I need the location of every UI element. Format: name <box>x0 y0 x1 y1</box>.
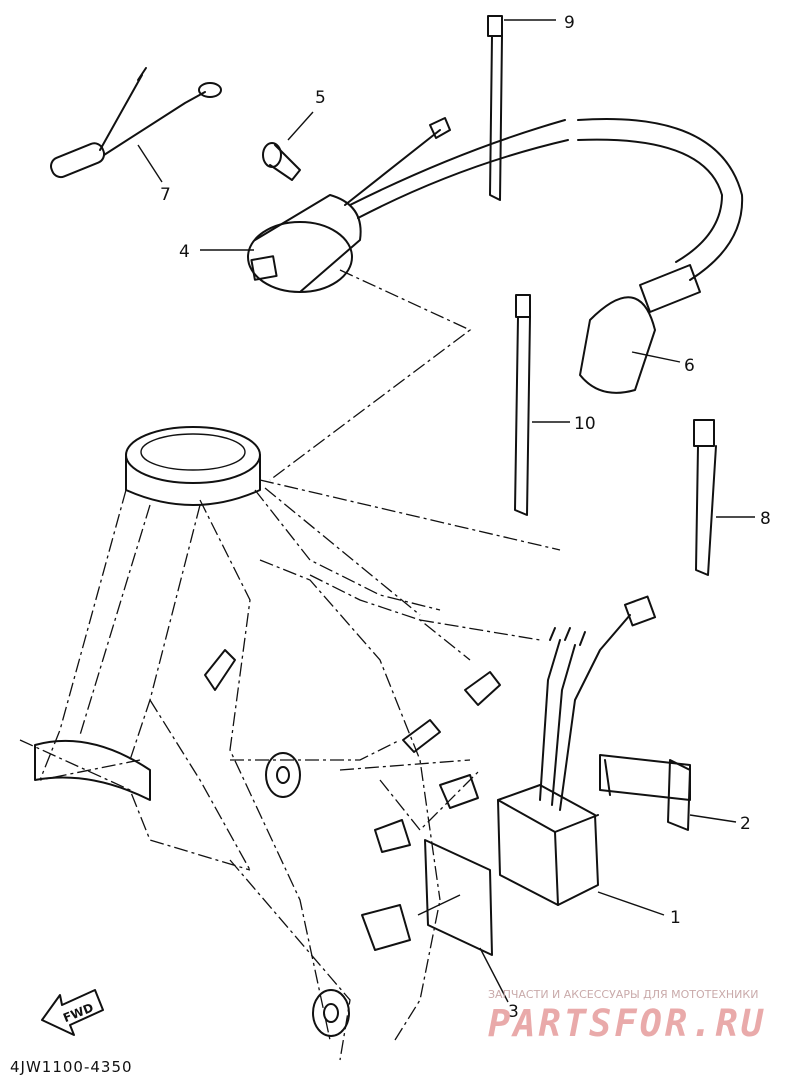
frame-outline <box>19 269 561 1061</box>
part-label-7: 7 <box>160 185 171 205</box>
cable-tie-part10 <box>514 294 570 516</box>
cable-tie-part9 <box>487 15 556 201</box>
cable-band-part8 <box>693 419 755 576</box>
wire-lead-part7 <box>50 67 222 183</box>
spark-plug-cap-part6 <box>349 118 744 394</box>
part-labels: 1 2 3 4 5 6 7 8 9 10 <box>160 13 771 1022</box>
part-label-3: 3 <box>508 1002 519 1022</box>
bracket-part2 <box>599 754 737 831</box>
part-label-9: 9 <box>564 13 575 33</box>
fwd-direction-arrow: FWD <box>41 989 104 1036</box>
damper-pad-part3 <box>417 839 509 1003</box>
cdi-unit-part1 <box>497 595 665 916</box>
diagram-code: 4JW1100-4350 <box>10 1058 133 1076</box>
part-label-1: 1 <box>670 908 681 928</box>
watermark-site: PARTSFOR.RU <box>488 1002 767 1045</box>
bolt-part5 <box>262 111 314 181</box>
part-label-2: 2 <box>740 814 751 834</box>
part-label-5: 5 <box>315 88 326 108</box>
part-label-10: 10 <box>574 414 596 434</box>
part-label-6: 6 <box>684 356 695 376</box>
ignition-coil-part4 <box>200 117 451 293</box>
part-label-8: 8 <box>760 509 771 529</box>
part-label-4: 4 <box>179 242 190 262</box>
watermark-tagline: ЗАПЧАСТИ И АКСЕССУАРЫ ДЛЯ МОТОТЕХНИКИ <box>488 988 759 1001</box>
